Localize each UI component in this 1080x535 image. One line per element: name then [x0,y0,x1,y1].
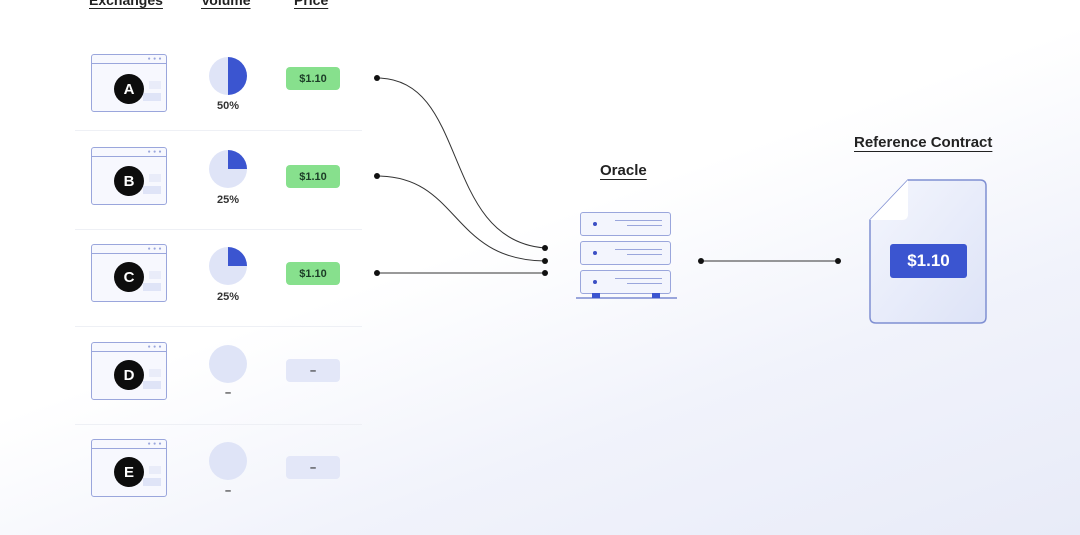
exchange-badge: D [114,360,144,390]
volume-pie [209,442,247,480]
volume-pie [209,247,247,285]
server-rack-unit [580,270,671,294]
volume-header: Volume [201,0,251,8]
price-tag: $1.10 [286,67,340,90]
connector-a [376,77,546,249]
connector-dot [835,258,841,264]
row-divider [75,229,362,230]
connector-b [376,175,546,262]
exchange-badge: C [114,262,144,292]
server-rack-unit [580,241,671,265]
price-header: Price [294,0,329,8]
row-divider [75,130,362,131]
row-divider [75,424,362,425]
volume-percent: – [224,485,232,497]
price-tag: $1.10 [286,165,340,188]
exchange-badge: A [114,74,144,104]
connector-dot [542,258,548,264]
reference-contract-label: Reference Contract [854,134,993,151]
volume-pie [209,57,247,95]
connector-dot [542,245,548,251]
connector-dot [698,258,704,264]
exchange-badge: B [114,166,144,196]
oracle-label: Oracle [600,162,647,179]
reference-price-value: $1.10 [890,244,967,278]
connector-dot [542,270,548,276]
volume-percent: – [224,387,232,399]
server-rack-unit [580,212,671,236]
server-foot [652,293,660,298]
server-base-line [576,297,677,299]
connector-dot [374,270,380,276]
price-tag: $1.10 [286,262,340,285]
volume-pie [209,150,247,188]
price-tag: – [286,359,340,382]
volume-percent: 25% [216,291,240,303]
exchange-badge: E [114,457,144,487]
connector-dot [374,75,380,81]
price-tag: – [286,456,340,479]
volume-percent: 25% [216,194,240,206]
exchanges-header: Exchanges [89,0,163,8]
server-foot [592,293,600,298]
row-divider [75,326,362,327]
volume-percent: 50% [216,100,240,112]
connector-dot [374,173,380,179]
volume-pie [209,345,247,383]
